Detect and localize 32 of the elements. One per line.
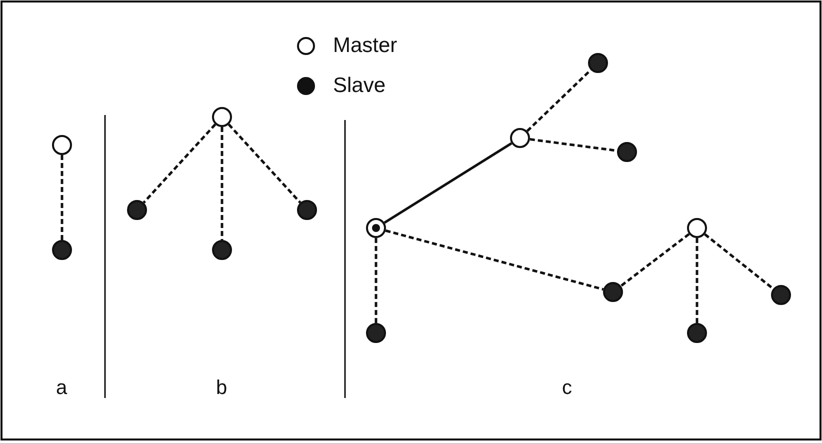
slave-node (617, 142, 637, 162)
panel-label: c (562, 378, 572, 398)
slave-node (212, 240, 232, 260)
dashed-link (142, 124, 216, 204)
slave-node (588, 53, 608, 73)
dashed-link (696, 238, 698, 323)
dashed-link (530, 138, 618, 152)
panel-label: b (216, 378, 228, 398)
dashed-link (374, 238, 378, 323)
legend-label: Slave (333, 75, 386, 96)
slave-node (52, 240, 72, 260)
master-node (687, 218, 707, 238)
master-node (212, 107, 232, 127)
dashed-link (60, 155, 64, 240)
panel-label: a (56, 378, 68, 398)
dashed-link (620, 233, 690, 287)
dashed-link (704, 233, 774, 290)
slave-node (127, 200, 147, 220)
master-slave-node (366, 218, 386, 238)
slave-node (687, 323, 707, 343)
master-node (510, 128, 530, 148)
master-node (52, 135, 72, 155)
link-line (384, 142, 512, 224)
slave-node (603, 282, 623, 302)
legend-label: Master (333, 35, 398, 56)
dashed-link (220, 127, 224, 240)
slave-node (771, 285, 791, 305)
slave-node (366, 323, 386, 343)
dashed-link (526, 69, 592, 132)
dashed-link (385, 229, 604, 291)
slave-node (297, 200, 317, 220)
dashed-link (228, 124, 302, 204)
